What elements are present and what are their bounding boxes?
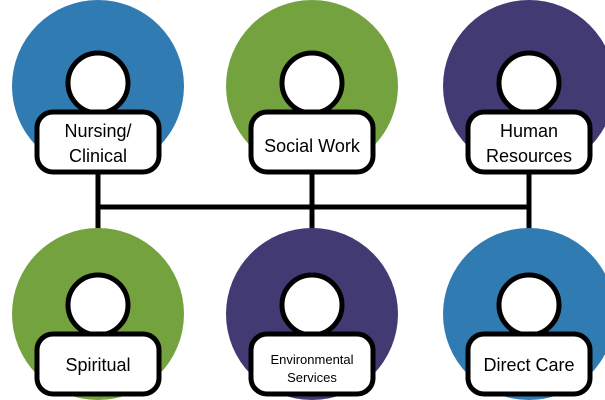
node-environmental-services-label-line-1: Environmental <box>270 352 353 367</box>
person-icon-head <box>496 50 562 116</box>
node-environmental-services-label-line-2: Services <box>287 370 337 385</box>
person-icon-head <box>65 272 131 338</box>
node-nursing-label-line-1: Nursing/ <box>64 121 131 141</box>
node-nursing-label-box <box>34 109 162 175</box>
node-human-resources-label-box <box>465 109 593 175</box>
node-spiritual: Spiritual <box>12 228 184 400</box>
node-spiritual-label-box <box>34 331 162 397</box>
svg-text:Nursing/Clinical: Nursing/Clinical <box>64 121 131 166</box>
svg-text:Spiritual: Spiritual <box>65 355 130 375</box>
person-icon-head <box>279 50 345 116</box>
node-direct-care-label-line-1: Direct Care <box>483 355 574 375</box>
node-direct-care: Direct Care <box>443 228 605 400</box>
node-nursing-label-line-2: Clinical <box>69 146 127 166</box>
node-environmental-services-label-box <box>248 331 376 397</box>
person-icon-head <box>496 272 562 338</box>
node-social-work-label-line-1: Social Work <box>264 136 361 156</box>
node-nursing: Nursing/Clinical <box>12 0 184 175</box>
node-direct-care-label-box <box>465 331 593 397</box>
node-social-work: Social Work <box>226 0 398 175</box>
node-social-work-label-box <box>248 109 376 175</box>
svg-text:Direct Care: Direct Care <box>483 355 574 375</box>
node-human-resources-label-line-2: Resources <box>486 146 572 166</box>
person-icon-head <box>65 50 131 116</box>
node-human-resources-label-line-1: Human <box>500 121 558 141</box>
person-icon-head <box>279 272 345 338</box>
svg-text:Social Work: Social Work <box>264 136 361 156</box>
node-spiritual-label-line-1: Spiritual <box>65 355 130 375</box>
